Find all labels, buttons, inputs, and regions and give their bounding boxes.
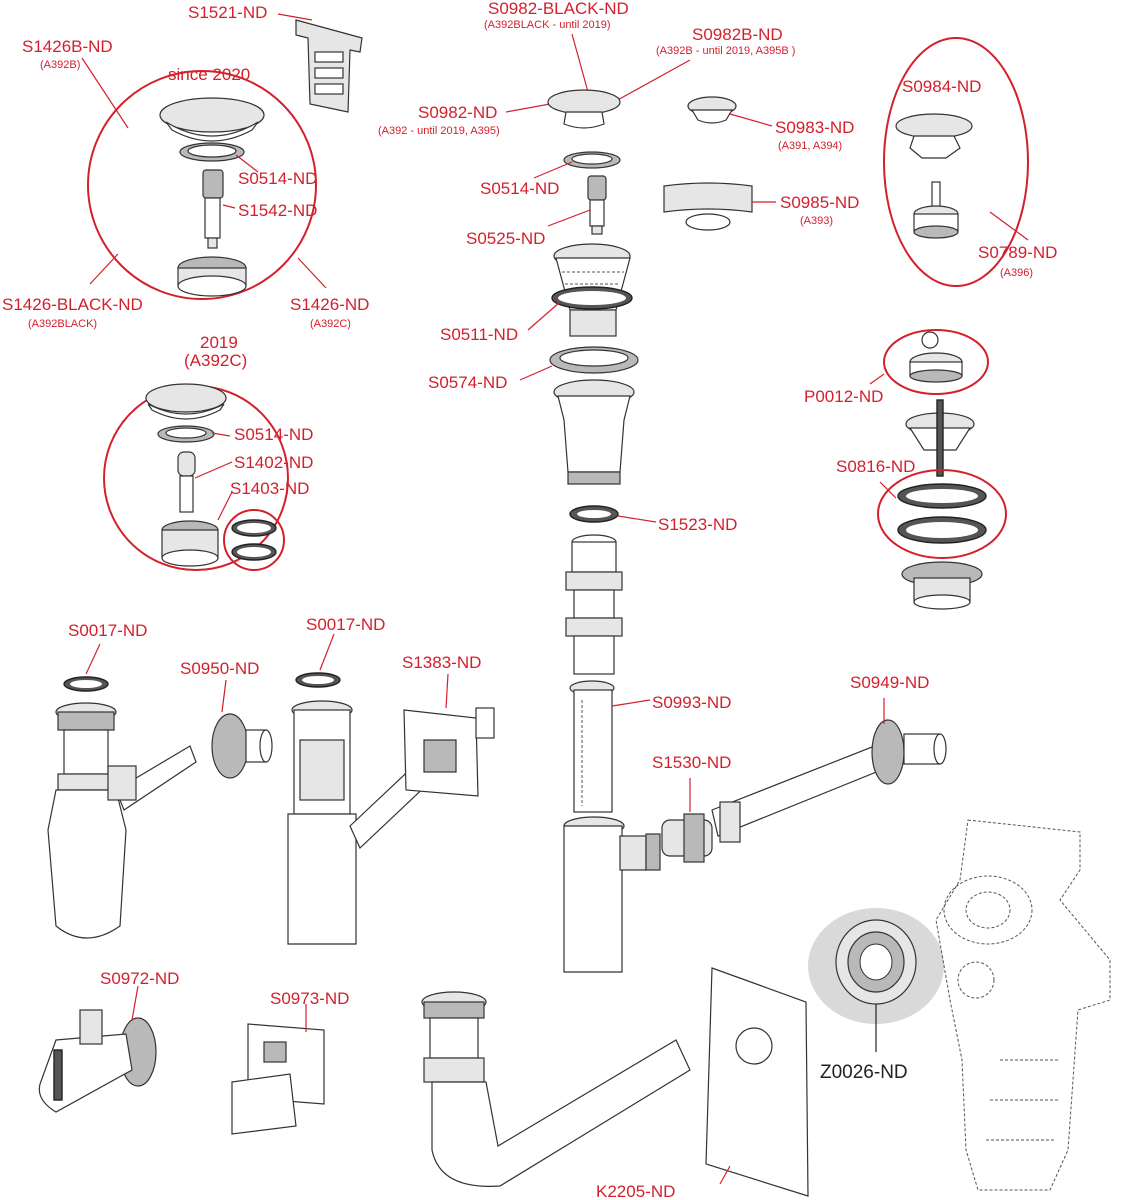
label-s1426-sub: (A392C) [310, 318, 351, 330]
label-s1426-black: S1426-BLACK-ND [2, 295, 143, 314]
label-s1383: S1383-ND [402, 653, 481, 672]
label-s0950: S0950-ND [180, 659, 259, 678]
label-s1530: S1530-ND [652, 753, 731, 772]
part-cap-s0983 [687, 96, 737, 124]
label-s0982b: S0982B-ND [692, 25, 783, 44]
part-rosette-s1383 [403, 707, 495, 797]
part-plug-p0012 [909, 331, 963, 383]
part-valve-round-s0972 [38, 1009, 157, 1113]
label-s0525: S0525-ND [466, 229, 545, 248]
label-s0982-black-sub: (A392BLACK - until 2019) [484, 19, 611, 31]
label-s0816: S0816-ND [836, 457, 915, 476]
part-spindle-s1402 [177, 451, 196, 513]
label-s0985-sub: (A393) [800, 215, 833, 227]
label-z0026: Z0026-ND [820, 1062, 908, 1083]
label-s0017-a: S0017-ND [68, 621, 147, 640]
label-s1403: S1403-ND [230, 479, 309, 498]
group-s0984-ellipse [883, 37, 1029, 287]
label-s1426b: S1426B-ND [22, 37, 113, 56]
part-trap-round [47, 702, 197, 939]
label-s0789: S0789-ND [978, 243, 1057, 262]
part-trap-center [563, 816, 661, 973]
label-s1521: S1521-ND [188, 3, 267, 22]
part-adapter-z0026 [835, 919, 917, 1005]
label-s0514-c: S0514-ND [480, 179, 559, 198]
group-s0816-ellipse [877, 469, 1007, 559]
label-s0982b-sub: (A392B - until 2019, A395B ) [656, 45, 795, 57]
part-spindle-s1542 [202, 169, 224, 249]
label-s0514-b: S0514-ND [234, 425, 313, 444]
part-concealed-housing [935, 819, 1111, 1191]
label-s0789-sub: (A396) [1000, 267, 1033, 279]
label-s0574: S0574-ND [428, 373, 507, 392]
part-trap-long [421, 991, 691, 1187]
part-orings-s1403 [231, 519, 277, 561]
part-plug-s0789 [913, 181, 959, 239]
part-cap-s0984 [895, 113, 973, 159]
part-ring-s0514-a [179, 142, 245, 162]
part-cap-s0982 [547, 89, 621, 129]
part-strainer-bolt [905, 399, 975, 477]
part-body-s1403 [161, 520, 219, 567]
label-s1426b-sub: (A392B) [40, 59, 80, 71]
part-ring-s0574 [549, 346, 639, 374]
label-s0982-sub: (A392 - until 2019, A395) [378, 125, 500, 137]
label-s0972: S0972-ND [100, 969, 179, 988]
label-s1542: S1542-ND [238, 201, 317, 220]
label-since-2020: since 2020 [168, 65, 250, 84]
part-body-s0816 [901, 561, 983, 610]
part-ring-s0017-b [295, 672, 341, 688]
part-ring-s0514-c [563, 151, 621, 169]
part-tube-s0993 [569, 680, 615, 813]
part-trap-square [287, 700, 433, 945]
label-s0973: S0973-ND [270, 989, 349, 1008]
group-p0012-ellipse [883, 329, 989, 395]
label-s0017-b: S0017-ND [306, 615, 385, 634]
label-s0511: S0511-ND [440, 325, 518, 344]
part-cap-s0985 [663, 182, 753, 231]
part-flange-s0950 [211, 713, 273, 779]
part-ring-s0514-b [157, 425, 215, 443]
part-extension-pipe [565, 534, 623, 675]
part-plate-k2205 [705, 967, 809, 1197]
label-s1402: S1402-ND [234, 453, 313, 472]
part-valve-square-s0973 [231, 1023, 325, 1135]
part-nut-s1530 [661, 813, 713, 863]
label-s1523: S1523-ND [658, 515, 737, 534]
label-s0514-a: S0514-ND [238, 169, 317, 188]
label-s0985: S0985-ND [780, 193, 859, 212]
label-2019: 2019 [200, 333, 238, 352]
part-grille-s1521 [295, 19, 363, 113]
detail-orings-circle [223, 509, 285, 571]
part-washer-s1523 [569, 505, 619, 523]
label-s0982: S0982-ND [418, 103, 497, 122]
label-s0984: S0984-ND [902, 77, 981, 96]
label-s0983: S0983-ND [775, 118, 854, 137]
label-s1426-black-sub: (A392BLACK) [28, 318, 97, 330]
part-pipe-s0949 [711, 719, 947, 843]
part-cap-since-2020 [159, 97, 265, 142]
label-s0993: S0993-ND [652, 693, 731, 712]
group-since-2020-circle [87, 70, 317, 300]
part-nut-s1426 [177, 256, 247, 297]
label-s0983-sub: (A391, A394) [778, 140, 842, 152]
part-waste-body [553, 379, 635, 485]
part-ring-s0017-a [63, 676, 109, 692]
label-2019-sub: (A392C) [184, 351, 247, 370]
part-spindle-s0525 [587, 175, 607, 235]
part-gaskets-s0816 [897, 483, 987, 544]
label-s0982-black: S0982-BLACK-ND [488, 0, 629, 18]
label-p0012: P0012-ND [804, 387, 883, 406]
part-cap-2019 [145, 383, 227, 420]
label-s0949: S0949-ND [850, 673, 929, 692]
label-k2205: K2205-ND [596, 1182, 675, 1200]
part-strainer-s0511 [551, 243, 633, 337]
label-s1426: S1426-ND [290, 295, 369, 314]
